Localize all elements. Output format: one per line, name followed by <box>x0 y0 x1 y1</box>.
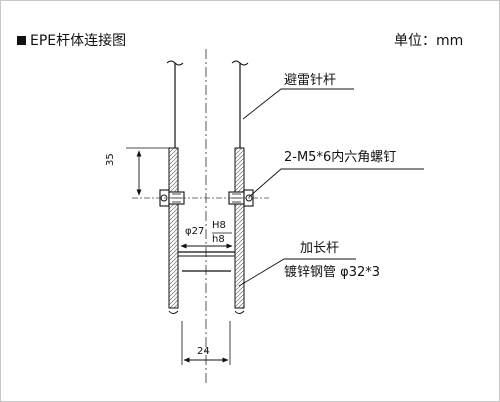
leader-lightning-rod <box>242 88 354 120</box>
dim-24-text: 24 <box>197 346 210 357</box>
diagram-title: EPE杆体连接图 <box>17 34 126 48</box>
fit-lower-text: h8 <box>212 234 225 245</box>
label-lightning-rod: 避雷针杆 <box>284 73 337 88</box>
leader-extension-rod <box>238 258 356 287</box>
dim-35-text: 35 <box>105 153 116 166</box>
square-bullet-icon <box>17 36 26 45</box>
label-screw: 2-M5*6内六角螺钉 <box>284 150 397 165</box>
leader-screw <box>248 168 424 198</box>
label-galvanized-pipe: 镀锌钢管 φ32*3 <box>284 265 381 280</box>
extension-rod-left-wall <box>168 147 179 309</box>
break-right <box>234 310 245 314</box>
dim-24-lines <box>181 321 231 365</box>
break-left <box>168 310 179 314</box>
label-extension-rod: 加长杆 <box>300 241 340 256</box>
inner-insert <box>177 148 236 297</box>
fit-upper-text: H8 <box>212 220 226 231</box>
diagram-title-text: EPE杆体连接图 <box>30 33 127 49</box>
dim-phi27-text: φ27 <box>185 226 205 237</box>
dim-35-lines <box>126 147 169 196</box>
unit-label: 单位：mm <box>394 33 464 49</box>
